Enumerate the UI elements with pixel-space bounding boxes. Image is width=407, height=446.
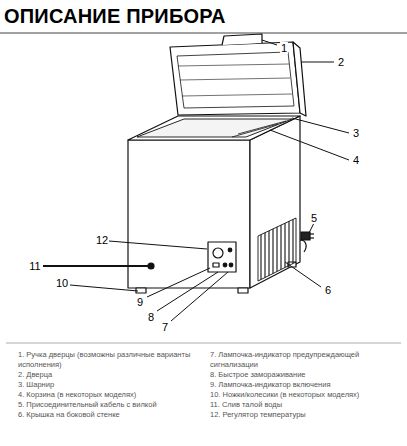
legend-note: 2. Дверца xyxy=(18,370,204,380)
foot xyxy=(238,288,248,293)
legend-note: 10. Ножки/колесики (в некоторых моделях) xyxy=(210,390,400,400)
leaders xyxy=(43,40,349,321)
legend-note: 1. Ручка дверцы (возможны различные вари… xyxy=(18,350,204,370)
cable xyxy=(300,240,306,252)
callout-number: 4 xyxy=(352,154,360,166)
callout-number: 7 xyxy=(161,321,169,333)
leader-line xyxy=(301,62,334,63)
callout-number: 1 xyxy=(280,42,288,54)
thermostat-knob xyxy=(213,248,223,258)
leader-line xyxy=(292,118,349,133)
indicator xyxy=(229,263,233,267)
legend-note: 8. Быстрое замораживание xyxy=(210,370,400,380)
leader-line xyxy=(262,40,277,45)
callout-number: 9 xyxy=(136,296,144,308)
leader-line xyxy=(285,262,321,287)
handle xyxy=(222,34,262,45)
lid-liner-rib xyxy=(182,94,292,96)
plug xyxy=(301,232,310,240)
callout-number: 3 xyxy=(352,127,360,139)
vent-grille xyxy=(258,218,296,281)
leader-line xyxy=(270,130,349,160)
legend-note: 12. Регулятор температуры xyxy=(210,410,400,420)
callout-number: 5 xyxy=(310,212,318,224)
lid-liner-rib xyxy=(180,78,290,80)
callout-number: 2 xyxy=(337,56,345,68)
drain xyxy=(148,263,154,269)
lid xyxy=(170,42,300,115)
legend-note: 4. Корзина (в некоторых моделях) xyxy=(18,390,204,400)
body-side xyxy=(250,116,300,288)
indicator xyxy=(228,248,232,252)
lid-liner-rib xyxy=(178,64,289,66)
leader-line xyxy=(147,268,210,297)
leader-line xyxy=(70,285,138,291)
leader-line xyxy=(109,241,207,249)
legend-note: 7. Лампочка-индикатор предупреждающей си… xyxy=(210,350,400,370)
callout-number: 11 xyxy=(28,260,41,272)
callout-number: 12 xyxy=(95,234,109,246)
indicator xyxy=(223,263,227,267)
switch xyxy=(213,263,219,267)
legend-note: 6. Крышка на боковой стенке xyxy=(18,410,204,420)
plug-pin xyxy=(310,237,314,238)
basket xyxy=(238,121,286,134)
callout-number: 6 xyxy=(324,284,332,296)
lid-side xyxy=(293,42,306,116)
callout-number: 8 xyxy=(147,311,155,323)
legend-note: 5. Присоединительный кабель с вилкой xyxy=(18,400,204,410)
callout-number: 10 xyxy=(55,277,69,289)
plug-pin xyxy=(310,233,314,234)
leader-line xyxy=(309,223,314,233)
legend-note: 9. Лампочка-индикатор включения xyxy=(210,380,400,390)
opening xyxy=(137,119,292,137)
page-title: ОПИСАНИЕ ПРИБОРА xyxy=(4,5,226,28)
body-top xyxy=(128,116,300,140)
legend-note: 3. Шарнир xyxy=(18,380,204,390)
title-rule xyxy=(0,33,407,34)
list-rule xyxy=(6,343,401,344)
control-panel xyxy=(208,242,236,272)
leader-line xyxy=(43,265,148,267)
lid-liner xyxy=(177,52,294,108)
legend-note: 11. Слив талой воды xyxy=(210,400,400,410)
